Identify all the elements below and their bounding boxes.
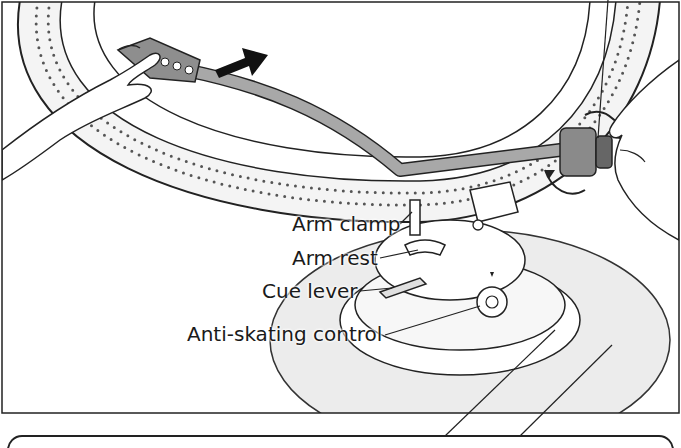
leader-line xyxy=(380,250,418,258)
leader-line xyxy=(385,306,480,335)
right-hand xyxy=(610,60,679,240)
detail-box xyxy=(8,436,673,448)
thumb xyxy=(118,46,140,50)
headshell-hole xyxy=(173,62,181,70)
part-label: Arm clamp xyxy=(292,212,400,236)
callout-line xyxy=(598,0,608,138)
counterweight xyxy=(560,128,596,176)
headshell-hole xyxy=(161,58,169,66)
leader-line xyxy=(400,212,412,224)
arm-clamp xyxy=(410,200,420,235)
finger-line xyxy=(620,150,645,162)
arm-tube xyxy=(185,70,560,170)
dial-mark xyxy=(490,272,494,277)
arm-tube-outline xyxy=(185,70,560,170)
part-label: Arm rest xyxy=(292,246,378,270)
dial-center xyxy=(486,296,498,308)
headshell-hole xyxy=(185,66,193,74)
callout-line xyxy=(520,345,612,436)
part-label: Cue lever xyxy=(262,279,358,303)
leader-line xyxy=(360,288,392,291)
anti-skating-dial xyxy=(477,287,507,317)
counterweight-end xyxy=(596,136,612,168)
callout-line xyxy=(445,330,555,436)
motion-arrow xyxy=(215,48,268,78)
part-label: Anti-skating control xyxy=(187,322,382,346)
pivot-screw xyxy=(473,220,483,230)
rotation-arrow xyxy=(545,170,585,194)
arm-pivot xyxy=(470,182,518,222)
left-hand xyxy=(2,53,160,180)
figure-frame xyxy=(2,2,679,413)
arm-rest xyxy=(405,240,445,255)
arrow-head xyxy=(545,170,555,179)
